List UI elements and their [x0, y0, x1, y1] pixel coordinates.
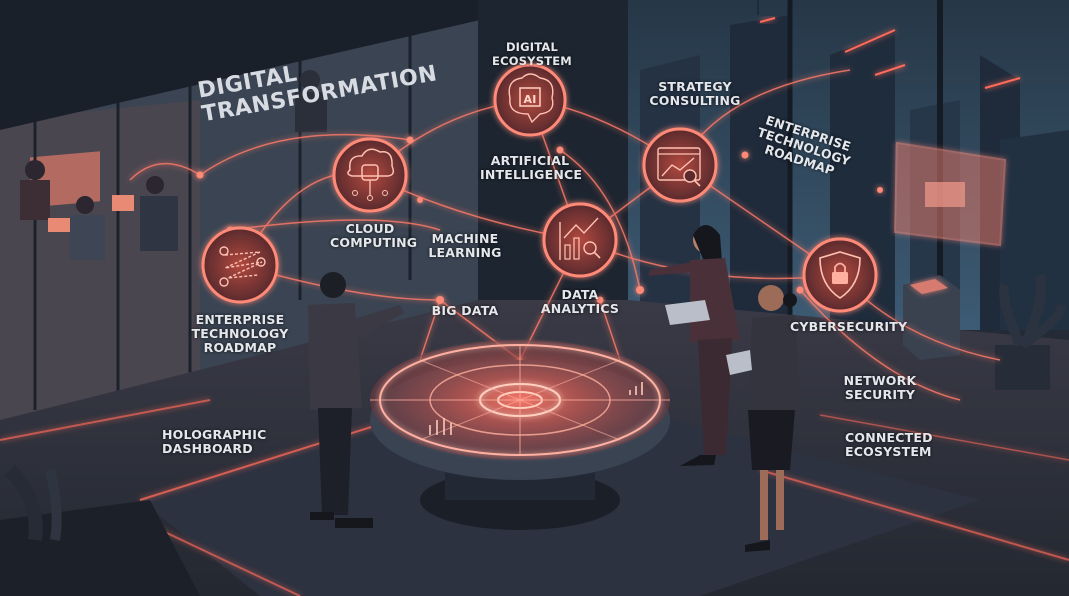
- label-strategy-consulting: STRATEGY CONSULTING: [649, 79, 741, 108]
- security-kiosk: [903, 275, 960, 360]
- label-network-security: NETWORK SECURITY: [843, 373, 917, 402]
- ai-icon-text: AI: [523, 93, 537, 106]
- label-holographic-dashboard: HOLOGRAPHIC DASHBOARD: [162, 427, 267, 456]
- man-pointing: [308, 272, 404, 528]
- label-data-analytics: DATA ANALYTICS: [540, 287, 620, 316]
- node-roadmap: [201, 226, 279, 304]
- label-big-data: BIG DATA: [431, 303, 499, 318]
- right-plant: [995, 274, 1067, 390]
- label-digital-ecosystem: DIGITAL ECOSYSTEM: [492, 40, 572, 68]
- woman-with-tablet: [726, 285, 800, 552]
- node-strategy: [642, 127, 718, 203]
- label-cloud-computing: CLOUD COMPUTING: [330, 221, 418, 250]
- label-enterprise-roadmap-left: ENTERPRISE TECHNOLOGY ROADMAP: [191, 312, 289, 355]
- label-machine-learning: MACHINE LEARNING: [428, 231, 502, 260]
- node-analytics: [542, 202, 618, 278]
- foreground-desk-plant: [0, 465, 200, 596]
- label-connected-ecosystem: CONNECTED ECOSYSTEM: [845, 430, 933, 459]
- node-cloud: [332, 137, 408, 213]
- label-artificial-intelligence: ARTIFICIAL INTELLIGENCE: [480, 153, 583, 182]
- woman-presenter: [648, 225, 740, 466]
- node-ai: [493, 63, 567, 137]
- holographic-table: [370, 340, 670, 530]
- node-security: [802, 237, 878, 313]
- label-cybersecurity: CYBERSECURITY: [790, 319, 908, 334]
